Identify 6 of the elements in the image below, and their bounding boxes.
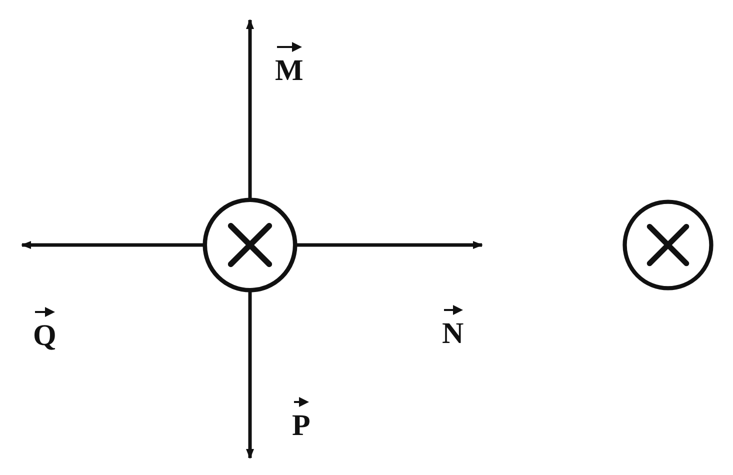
vector-label: P — [292, 395, 310, 441]
vector-label: M — [275, 40, 304, 86]
current-into-page-symbol — [622, 199, 714, 291]
current-into-page-symbol — [202, 197, 298, 293]
vector-label: N — [442, 303, 464, 349]
vector-label: Q — [33, 305, 56, 351]
